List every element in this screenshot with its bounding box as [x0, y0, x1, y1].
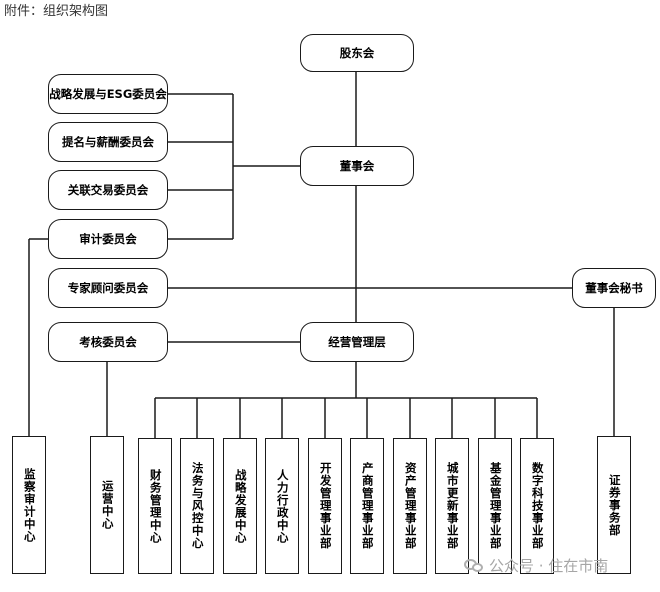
shareholders-box: 股东会: [300, 34, 414, 72]
audit-committee-box: 审计委员会: [48, 219, 168, 259]
securities-dept-box: 证券事务部: [597, 436, 631, 574]
related-party-committee-box: 关联交易委员会: [48, 170, 168, 210]
board-box: 董事会: [300, 146, 414, 186]
watermark-text: 公众号 · 住在市南: [489, 557, 609, 575]
fund-division-box: 基金管理事业部: [478, 438, 512, 574]
development-division-box: 开发管理事业部: [308, 438, 342, 574]
watermark: 公众号 · 住在市南: [464, 555, 608, 576]
management-box: 经营管理层: [300, 322, 414, 362]
urban-renewal-division-box: 城市更新事业部: [435, 438, 469, 574]
finance-center-label: 财务管理中心: [148, 468, 163, 544]
legal-risk-center-label: 法务与风控中心: [190, 462, 205, 550]
operations-center-box: 运营中心: [90, 436, 124, 574]
development-division-label: 开发管理事业部: [318, 462, 333, 550]
hr-admin-center-box: 人力行政中心: [265, 438, 299, 574]
audit-center-label: 监察审计中心: [22, 467, 37, 543]
assessment-committee-box: 考核委员会: [48, 322, 168, 362]
strategy-esg-committee-box: 战略发展与ESG委员会: [48, 74, 168, 114]
operations-center-label: 运营中心: [100, 480, 115, 530]
board-secretary-box: 董事会秘书: [572, 268, 656, 308]
caption: 附件：组织架构图: [4, 4, 109, 19]
digital-tech-division-label: 数字科技事业部: [530, 462, 545, 550]
asset-division-box: 资产管理事业部: [393, 438, 427, 574]
wechat-icon: [464, 558, 484, 574]
finance-center-box: 财务管理中心: [138, 438, 172, 574]
industry-business-division-box: 产商管理事业部: [350, 438, 384, 574]
urban-renewal-division-label: 城市更新事业部: [445, 462, 460, 550]
expert-committee-box: 专家顾问委员会: [48, 268, 168, 308]
fund-division-label: 基金管理事业部: [488, 462, 503, 550]
securities-dept-label: 证券事务部: [607, 473, 622, 537]
hr-admin-center-label: 人力行政中心: [275, 468, 290, 544]
strategy-dev-center-label: 战略发展中心: [233, 468, 248, 544]
legal-risk-center-box: 法务与风控中心: [180, 438, 214, 574]
strategy-dev-center-box: 战略发展中心: [223, 438, 257, 574]
asset-division-label: 资产管理事业部: [403, 462, 418, 550]
audit-center-box: 监察审计中心: [12, 436, 46, 574]
nomination-committee-box: 提名与薪酬委员会: [48, 122, 168, 162]
industry-business-division-label: 产商管理事业部: [360, 462, 375, 550]
digital-tech-division-box: 数字科技事业部: [520, 438, 554, 574]
